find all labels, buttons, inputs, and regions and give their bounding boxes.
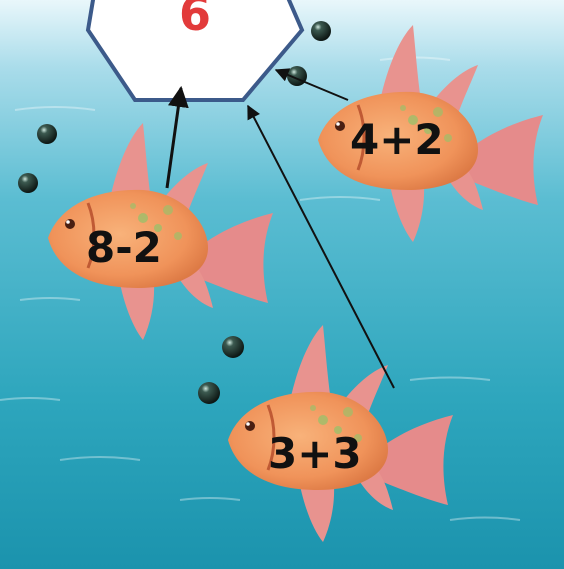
fish-3-plus-3[interactable]: 3+3 <box>226 323 455 544</box>
bubbles <box>18 21 331 404</box>
fish-4-plus-2[interactable]: 4+2 <box>316 23 545 244</box>
hexagon-shape <box>85 0 305 102</box>
bubble-icon <box>198 382 220 404</box>
bubble-icon <box>311 21 331 41</box>
arrow-icon <box>165 85 189 189</box>
arrow-icon <box>274 68 349 101</box>
bubble-icon <box>18 173 38 193</box>
bubble-icon <box>37 124 57 144</box>
target-hexagon[interactable]: 6 <box>85 0 305 102</box>
target-number: 6 <box>179 0 211 41</box>
bubble-icon <box>222 336 244 358</box>
fish-8-minus-2[interactable]: 8-2 <box>46 121 275 342</box>
answer-arrows <box>165 68 395 389</box>
fish-expression: 4+2 <box>350 115 444 164</box>
fish-expression: 8-2 <box>86 223 162 272</box>
fish-expression: 3+3 <box>268 429 362 478</box>
arrow-icon <box>247 104 395 389</box>
